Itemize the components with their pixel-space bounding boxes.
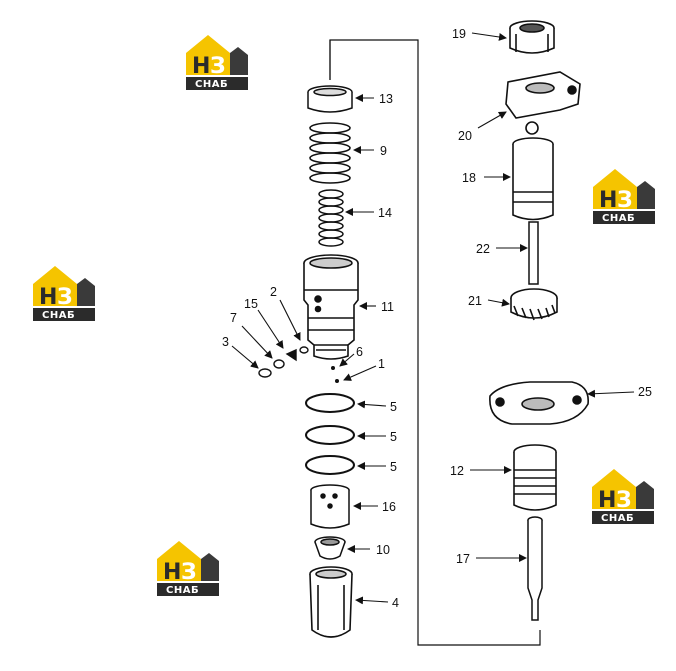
watermark-logo: Н З СНАБ [186,35,248,90]
callout-4: 4 [392,596,399,610]
watermark-logo: Н З СНАБ [592,469,654,524]
svg-text:Н: Н [163,560,181,585]
part-12-barrel [513,444,557,511]
callout-18: 18 [462,171,476,185]
callout-11: 11 [381,300,394,314]
callout-10: 10 [376,543,390,557]
part-14-inner-spring [318,189,344,247]
part-9-spring [309,122,351,184]
watermark-logo: Н З СНАБ [593,169,655,224]
callout-12: 12 [450,464,464,478]
svg-text:З: З [617,188,633,213]
watermark-logo: Н З СНАБ [157,541,219,596]
svg-text:З: З [57,285,73,310]
svg-text:СНАБ: СНАБ [602,213,635,224]
callout-arrows [231,32,635,605]
svg-text:СНАБ: СНАБ [195,79,228,90]
part-19-nut [509,20,555,54]
callout-7: 7 [230,311,237,325]
svg-text:СНАБ: СНАБ [166,585,199,596]
callout-15: 15 [244,297,258,311]
part-4-nut [309,566,353,638]
svg-text:Н: Н [599,188,617,213]
svg-text:Н: Н [598,488,616,513]
part-17-needle [527,516,543,621]
part-22-pin [528,221,539,285]
svg-text:СНАБ: СНАБ [42,310,75,321]
svg-text:Н: Н [39,285,57,310]
svg-text:СНАБ: СНАБ [601,513,634,524]
part-25-plate [489,381,589,425]
watermark-logo: Н З СНАБ [33,266,95,321]
callout-22: 22 [476,242,490,256]
part-11-housing [303,254,359,360]
svg-text:Н: Н [192,54,210,79]
parts-small-seals [258,346,309,378]
svg-text:З: З [616,488,632,513]
callout-19: 19 [452,27,466,41]
part-13-cap [307,85,353,113]
callout-21: 21 [468,294,482,308]
svg-text:З: З [210,54,226,79]
callout-16: 16 [382,500,396,514]
callout-6: 6 [356,345,363,359]
callout-3: 3 [222,335,229,349]
callout-20: 20 [458,129,472,143]
callout-5-top: 5 [390,400,397,414]
part-5-o-rings [305,393,355,475]
part-20-flange [505,71,581,119]
part-21-gear [510,288,558,321]
callout-9: 9 [380,144,387,158]
callout-labels: 13 9 14 11 2 15 7 3 6 1 5 5 5 16 10 4 19… [222,27,652,610]
part-16-cylinder [310,484,350,529]
part-18-plunger [512,121,554,221]
callout-17: 17 [456,552,470,566]
svg-text:З: З [181,560,197,585]
callout-5-middle: 5 [390,430,397,444]
callout-13: 13 [379,92,393,106]
callout-25: 25 [638,385,652,399]
callout-5-bottom: 5 [390,460,397,474]
part-10-cone [314,536,346,560]
callout-2: 2 [270,285,277,299]
connector-lines [329,39,541,646]
callout-1: 1 [378,357,385,371]
parts-6-1-balls [331,366,339,383]
callout-14: 14 [378,206,392,220]
